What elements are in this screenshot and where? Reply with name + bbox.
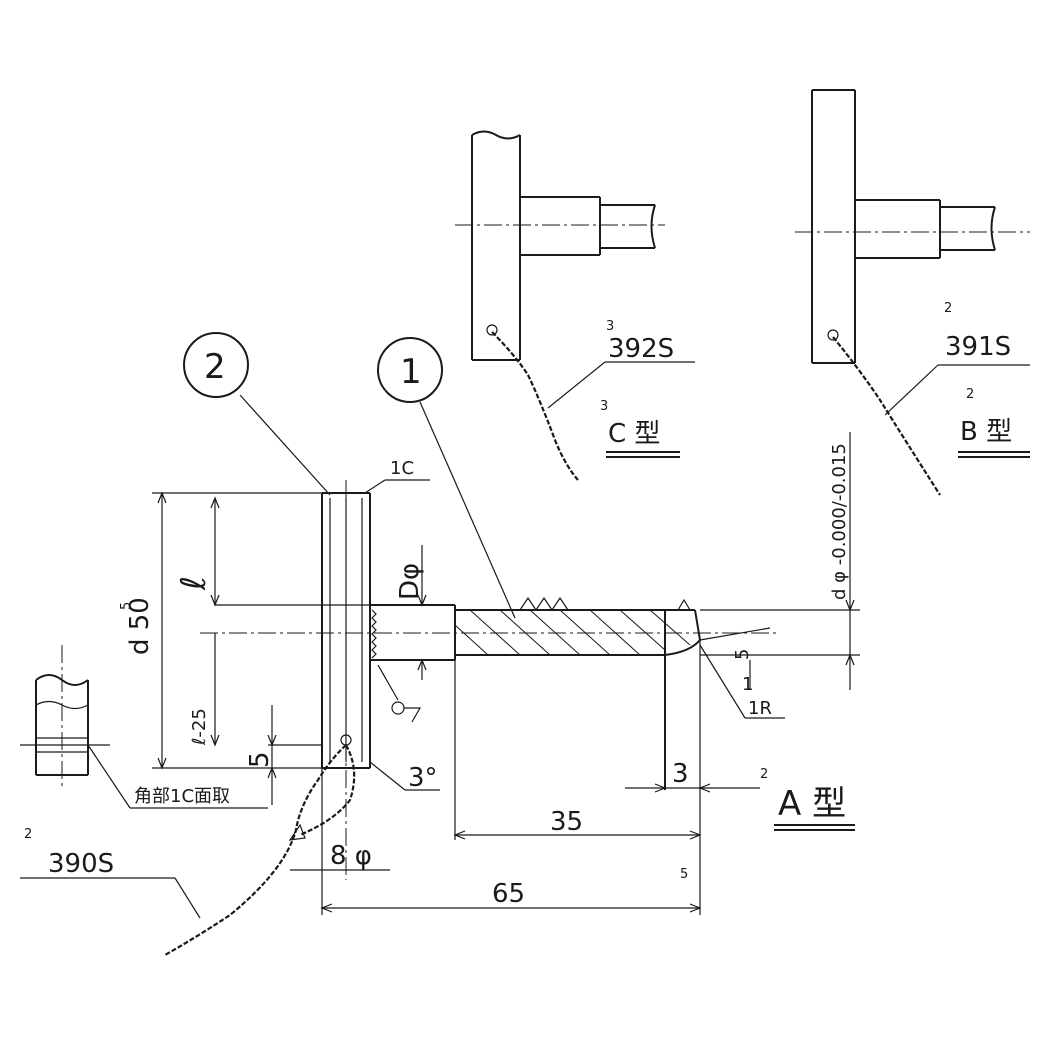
dim-d-phi: Dφ <box>395 563 425 600</box>
a-type-mark: 2 <box>760 767 768 782</box>
dim-5-bar: 5 <box>245 751 275 768</box>
callout-1-label: 1 <box>400 352 422 392</box>
a-part-number: 390S <box>48 849 114 879</box>
dim-1r: 1R <box>748 698 772 719</box>
c-type-label: C 型 <box>608 419 660 449</box>
dim-angle: 3° <box>408 763 438 793</box>
dimensions: d 50 5 ℓ ℓ-25 5 Dφ d φ -0.000/-0.015 <box>119 432 860 915</box>
dim-1c: 1C <box>390 458 414 479</box>
dim-8-phi: 8 φ <box>330 841 372 871</box>
a-type-label: A 型 <box>778 784 846 824</box>
callout-part-2: 2 <box>183 332 331 496</box>
c-part-number: 392S <box>608 334 674 364</box>
dim-d50-mark: 5 <box>119 602 134 610</box>
a-part-mark: 2 <box>24 827 32 842</box>
dim-3: 3 <box>672 759 689 789</box>
dim-65: 65 <box>492 879 525 909</box>
c-part-mark: 3 <box>606 319 614 334</box>
c-type-view: 392S 3 C 型 3 <box>455 130 695 481</box>
chamfer-note: 角部1C面取 <box>134 786 230 807</box>
b-type-view: 391S 2 B 型 2 <box>795 89 1030 496</box>
dim-5-tip: 5 <box>732 649 753 660</box>
corner-detail-view: 角部1C面取 <box>20 645 268 809</box>
b-type-label: B 型 <box>960 417 1012 447</box>
callout-part-1: 1 <box>377 337 516 619</box>
dim-65-mark: 5 <box>680 867 688 882</box>
dim-tolerance: d φ -0.000/-0.015 <box>829 443 850 600</box>
callout-2-label: 2 <box>204 347 226 387</box>
c-type-mark: 3 <box>600 399 608 414</box>
dim-l: ℓ <box>174 576 214 591</box>
dim-35: 35 <box>550 807 583 837</box>
dim-1: 1 <box>742 674 753 695</box>
b-part-mark: 2 <box>944 301 952 316</box>
b-type-mark: 2 <box>966 387 974 402</box>
b-part-number: 391S <box>945 332 1011 362</box>
a-type-view: 390S 2 A 型 2 <box>20 480 855 956</box>
dim-l-minus: ℓ-25 <box>189 708 210 746</box>
dim-d50: d 50 <box>125 597 155 655</box>
